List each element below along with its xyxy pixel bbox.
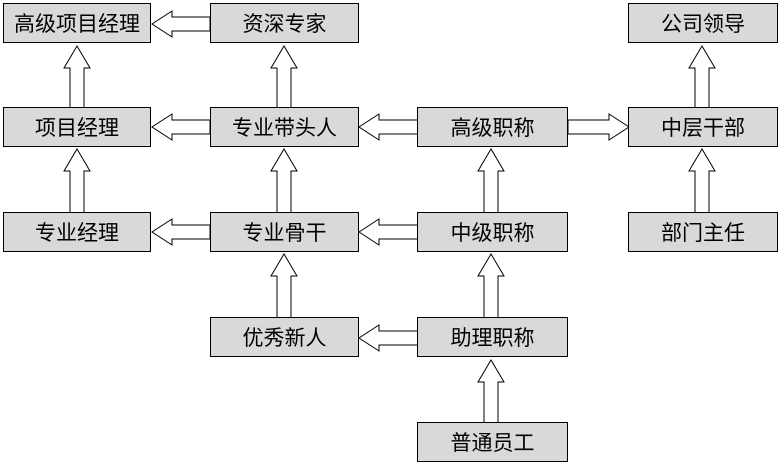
node-senior-expert: 资深专家	[210, 3, 359, 43]
arrow-senior-title-to-professional-leader	[358, 113, 419, 141]
arrow-intermediate-title-to-senior-title	[477, 148, 505, 214]
node-professional-leader: 专业带头人	[210, 107, 359, 147]
arrow-department-head-to-middle-cadre	[688, 148, 716, 214]
arrow-professional-leader-to-senior-expert	[270, 45, 298, 109]
arrow-middle-cadre-to-company-leader	[688, 45, 716, 109]
node-senior-project-manager: 高级项目经理	[3, 3, 151, 43]
arrow-professional-leader-to-project-manager	[151, 113, 211, 141]
arrow-assistant-title-to-intermediate-title	[477, 253, 505, 319]
arrow-ordinary-employee-to-assistant-title	[477, 359, 505, 424]
node-professional-backbone: 专业骨干	[210, 212, 359, 252]
node-senior-title: 高级职称	[417, 107, 568, 147]
node-professional-manager: 专业经理	[3, 212, 151, 252]
arrow-assistant-title-to-outstanding-newcomer	[358, 324, 419, 352]
arrow-senior-expert-to-senior-project-manager	[151, 10, 211, 38]
arrow-project-manager-to-senior-project-manager	[63, 45, 91, 109]
arrow-intermediate-title-to-professional-backbone	[358, 218, 419, 246]
node-ordinary-employee: 普通员工	[417, 422, 568, 462]
node-intermediate-title: 中级职称	[417, 212, 568, 252]
arrow-professional-backbone-to-professional-leader	[270, 148, 298, 214]
node-assistant-title: 助理职称	[417, 317, 568, 357]
node-department-head: 部门主任	[628, 212, 778, 252]
arrow-outstanding-newcomer-to-professional-backbone	[270, 253, 298, 319]
node-project-manager: 项目经理	[3, 107, 151, 147]
arrow-professional-manager-to-project-manager	[63, 148, 91, 214]
node-middle-cadre: 中层干部	[628, 107, 778, 147]
node-outstanding-newcomer: 优秀新人	[210, 317, 359, 357]
node-company-leader: 公司领导	[628, 3, 778, 43]
arrow-senior-title-to-middle-cadre	[567, 113, 630, 141]
arrow-professional-backbone-to-professional-manager	[151, 218, 211, 246]
